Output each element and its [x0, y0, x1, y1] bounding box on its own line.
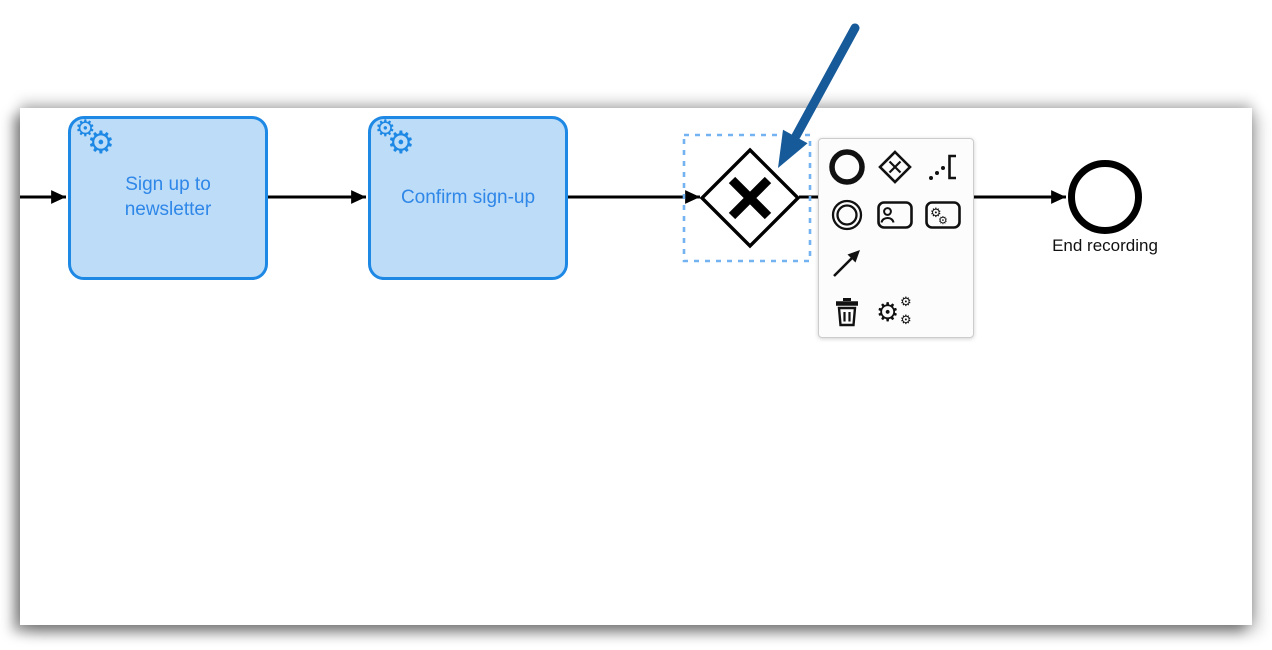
bpmn-canvas[interactable]: ⚙⚙ Sign up to newsletter ⚙⚙ Confirm sign… — [20, 108, 1252, 625]
service-task-gears-icon: ⚙⚙ — [375, 115, 415, 160]
end-event-label: End recording — [1052, 236, 1158, 255]
element-settings-button[interactable]: ⚙ ⚙ ⚙ — [873, 289, 917, 333]
intermediate-event-icon — [831, 199, 863, 231]
append-user-task-button[interactable] — [873, 193, 917, 237]
gateway-x-marker — [728, 176, 772, 220]
service-task-gears-icon: ⚙⚙ — [75, 115, 115, 160]
append-gateway-button[interactable] — [873, 145, 917, 189]
append-intermediate-event-button[interactable] — [825, 193, 869, 237]
connect-tool-button[interactable] — [825, 241, 869, 285]
svg-text:⚙: ⚙ — [900, 313, 912, 328]
text-annotation-icon — [929, 154, 956, 180]
service-task-icon: ⚙ ⚙ — [925, 201, 961, 229]
connect-arrow-icon — [833, 250, 860, 277]
append-end-event-button[interactable] — [825, 145, 869, 189]
end-event-icon — [829, 149, 865, 185]
svg-text:⚙: ⚙ — [876, 298, 899, 328]
task-sign-up-to-newsletter[interactable]: ⚙⚙ Sign up to newsletter — [68, 116, 268, 280]
svg-text:⚙: ⚙ — [938, 214, 948, 227]
delete-element-button[interactable] — [825, 289, 869, 333]
append-service-task-button[interactable]: ⚙ ⚙ — [921, 193, 965, 237]
svg-text:⚙: ⚙ — [900, 295, 912, 310]
task-confirm-sign-up[interactable]: ⚙⚙ Confirm sign-up — [368, 116, 568, 280]
user-task-icon — [877, 201, 913, 229]
diagram-layer — [20, 133, 1142, 263]
task-label: Sign up to newsletter — [124, 174, 212, 220]
task-label: Confirm sign-up — [400, 186, 536, 208]
gears-icon: ⚙ ⚙ ⚙ — [876, 295, 912, 328]
context-pad: ⚙ ⚙ ⚙ ⚙ — [818, 138, 974, 338]
end-event[interactable] — [1068, 160, 1142, 234]
gateway-icon — [878, 150, 912, 184]
trash-icon — [836, 298, 858, 327]
selection-outline — [682, 133, 812, 263]
append-text-annotation-button[interactable] — [921, 145, 965, 189]
svg-text:⚙: ⚙ — [930, 206, 942, 221]
